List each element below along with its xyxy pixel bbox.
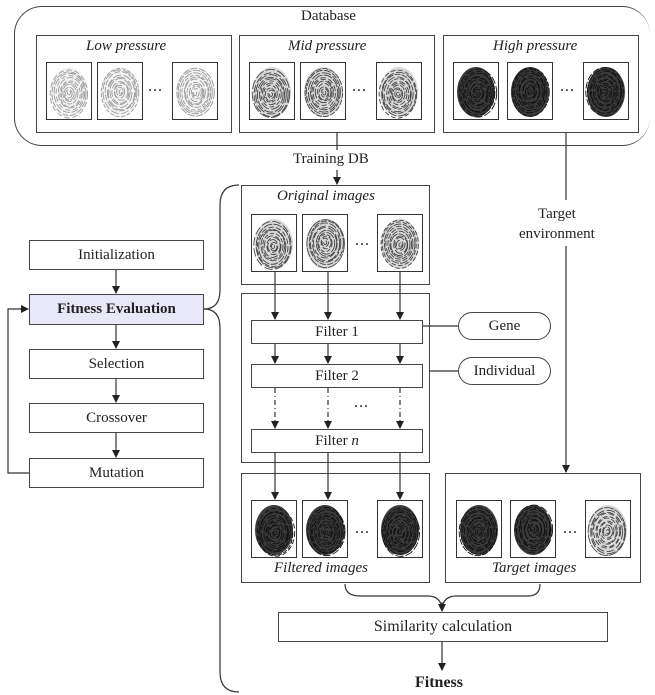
fingerprint-icon: [508, 63, 552, 119]
fingerprint-icon: [47, 63, 91, 119]
initialization-step: Initialization: [29, 240, 204, 270]
fingerprint-icon: [454, 63, 498, 119]
similarity-calculation-box: Similarity calculation: [278, 612, 608, 642]
ellipsis: ...: [355, 232, 370, 249]
fingerprint-icon: [173, 63, 217, 119]
ellipsis: ...: [563, 520, 578, 537]
target-environment-label: Target environment: [519, 204, 595, 244]
fingerprint-image: [585, 500, 631, 558]
fingerprint-image: [507, 62, 553, 120]
fingerprint-image: [453, 62, 499, 120]
ellipsis: ...: [148, 78, 163, 95]
fingerprint-image: [172, 62, 218, 120]
low-pressure-label: Low pressure: [86, 38, 167, 54]
ellipsis: ...: [355, 520, 370, 537]
fingerprint-image: [302, 500, 348, 558]
fingerprint-image: [302, 214, 348, 272]
fingerprint-icon: [98, 63, 142, 119]
fingerprint-icon: [301, 63, 345, 119]
fingerprint-image: [583, 62, 629, 120]
ga-loop-arrow: [7, 305, 29, 474]
filtered-images-label: Filtered images: [274, 560, 369, 576]
fingerprint-icon: [457, 501, 501, 557]
filter-n: Filter n: [251, 429, 423, 453]
filter-ellipsis: ...: [354, 394, 369, 411]
fingerprint-icon: [586, 501, 630, 557]
fingerprint-image: [510, 500, 556, 558]
training-db-label: Training DB: [293, 151, 369, 167]
mutation-step: Mutation: [29, 458, 204, 488]
fingerprint-icon: [511, 501, 555, 557]
selection-step: Selection: [29, 349, 204, 379]
individual-callout: Individual: [458, 357, 551, 385]
filter-n-var: n: [351, 432, 359, 449]
filter-n-prefix: Filter: [315, 432, 352, 449]
fingerprint-icon: [378, 215, 422, 271]
fingerprint-image: [377, 500, 423, 558]
fingerprint-image: [376, 62, 422, 120]
fingerprint-image: [300, 62, 346, 120]
fingerprint-icon: [252, 501, 296, 557]
ellipsis: ...: [352, 78, 367, 95]
gene-callout: Gene: [458, 312, 551, 340]
fingerprint-image: [456, 500, 502, 558]
fingerprint-icon: [377, 63, 421, 119]
fingerprint-image: [97, 62, 143, 120]
fingerprint-icon: [303, 501, 347, 557]
fingerprint-image: [251, 500, 297, 558]
fingerprint-icon: [250, 63, 294, 119]
ellipsis: ...: [560, 78, 575, 95]
fingerprint-image: [46, 62, 92, 120]
database-title: Database: [301, 8, 356, 24]
fitness-evaluation-step: Fitness Evaluation: [29, 294, 204, 325]
mid-pressure-label: Mid pressure: [288, 38, 367, 54]
fingerprint-icon: [584, 63, 628, 119]
fingerprint-icon: [252, 215, 296, 271]
target-environment-line: environment: [519, 226, 595, 242]
fingerprint-icon: [303, 215, 347, 271]
filter-2: Filter 2: [251, 364, 423, 388]
fingerprint-icon: [378, 501, 422, 557]
fingerprint-image: [251, 214, 297, 272]
high-pressure-label: High pressure: [493, 38, 578, 54]
fitness-output-label: Fitness: [415, 674, 463, 691]
fingerprint-image: [377, 214, 423, 272]
fitness-evaluation-brace: [203, 184, 240, 693]
crossover-step: Crossover: [29, 403, 204, 433]
fingerprint-image: [249, 62, 295, 120]
filter-1: Filter 1: [251, 320, 423, 344]
target-images-label: Target images: [492, 560, 577, 576]
target-environment-line: Target: [538, 206, 576, 222]
original-images-label: Original images: [277, 188, 375, 204]
